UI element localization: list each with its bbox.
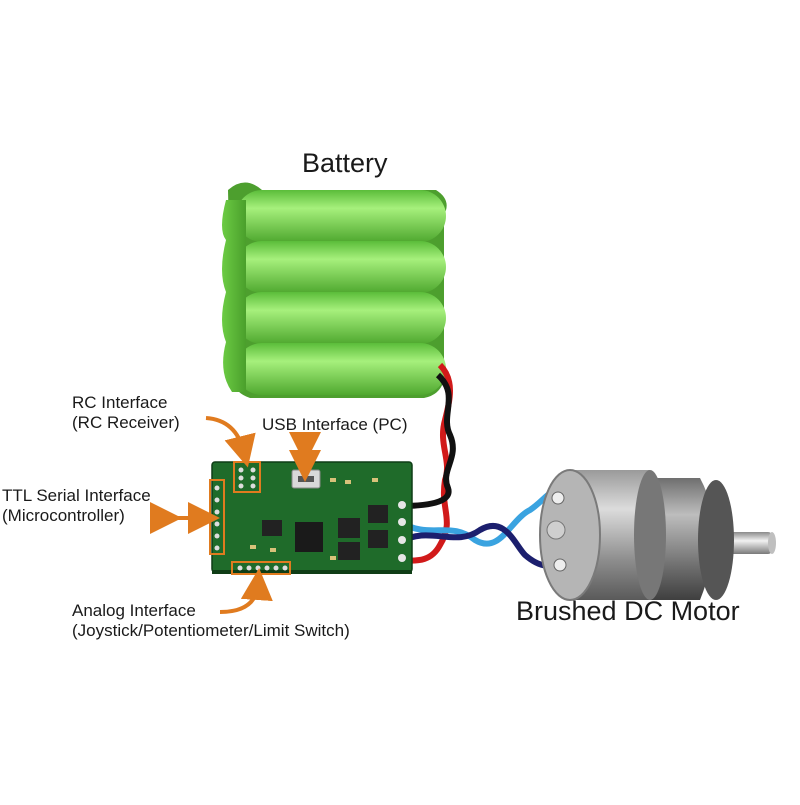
rc-interface-subtitle: (RC Receiver) <box>72 412 180 432</box>
board-chip-driver-2 <box>338 542 360 560</box>
battery-black-wire <box>399 372 456 509</box>
battery-cell-4 <box>236 343 446 395</box>
board-power-terminals <box>398 501 406 562</box>
board-chip-small <box>262 520 282 536</box>
usb-interface-label: USB Interface (PC) <box>262 415 408 434</box>
analog-interface-title: Analog Interface <box>72 601 196 620</box>
ttl-interface-title: TTL Serial Interface <box>2 486 151 505</box>
battery-cell-1 <box>236 190 446 242</box>
analog-interface-label: Analog Interface (Joystick/Potentiometer… <box>72 601 350 640</box>
motor-terminal-bottom <box>553 558 567 572</box>
ttl-interface-subtitle: (Microcontroller) <box>2 505 125 525</box>
board-chip-driver-3 <box>368 505 388 523</box>
battery-wires <box>399 362 456 564</box>
rc-header <box>233 461 261 493</box>
battery-pack <box>222 182 447 398</box>
rc-interface-label: RC Interface (RC Receiver) <box>72 393 180 432</box>
dc-motor <box>539 469 776 601</box>
ttl-interface-label: TTL Serial Interface (Microcontroller) <box>2 486 151 525</box>
battery-cell-2 <box>236 241 446 293</box>
motor-label: Brushed DC Motor <box>516 596 740 626</box>
board-chip-main <box>295 522 323 552</box>
battery-cell-3 <box>236 292 446 344</box>
analog-arrow <box>219 568 273 614</box>
rc-arrow <box>205 416 256 468</box>
board-chip-driver-4 <box>368 530 388 548</box>
board-chip-driver-1 <box>338 518 360 538</box>
battery-label: Battery <box>302 148 388 178</box>
motor-bushing <box>546 520 566 540</box>
analog-interface-subtitle: (Joystick/Potentiometer/Limit Switch) <box>72 620 350 640</box>
interface-arrows <box>150 416 321 614</box>
rc-interface-title: RC Interface <box>72 393 168 412</box>
motor-terminal-top <box>551 491 565 505</box>
motor-controller-board <box>209 461 413 575</box>
